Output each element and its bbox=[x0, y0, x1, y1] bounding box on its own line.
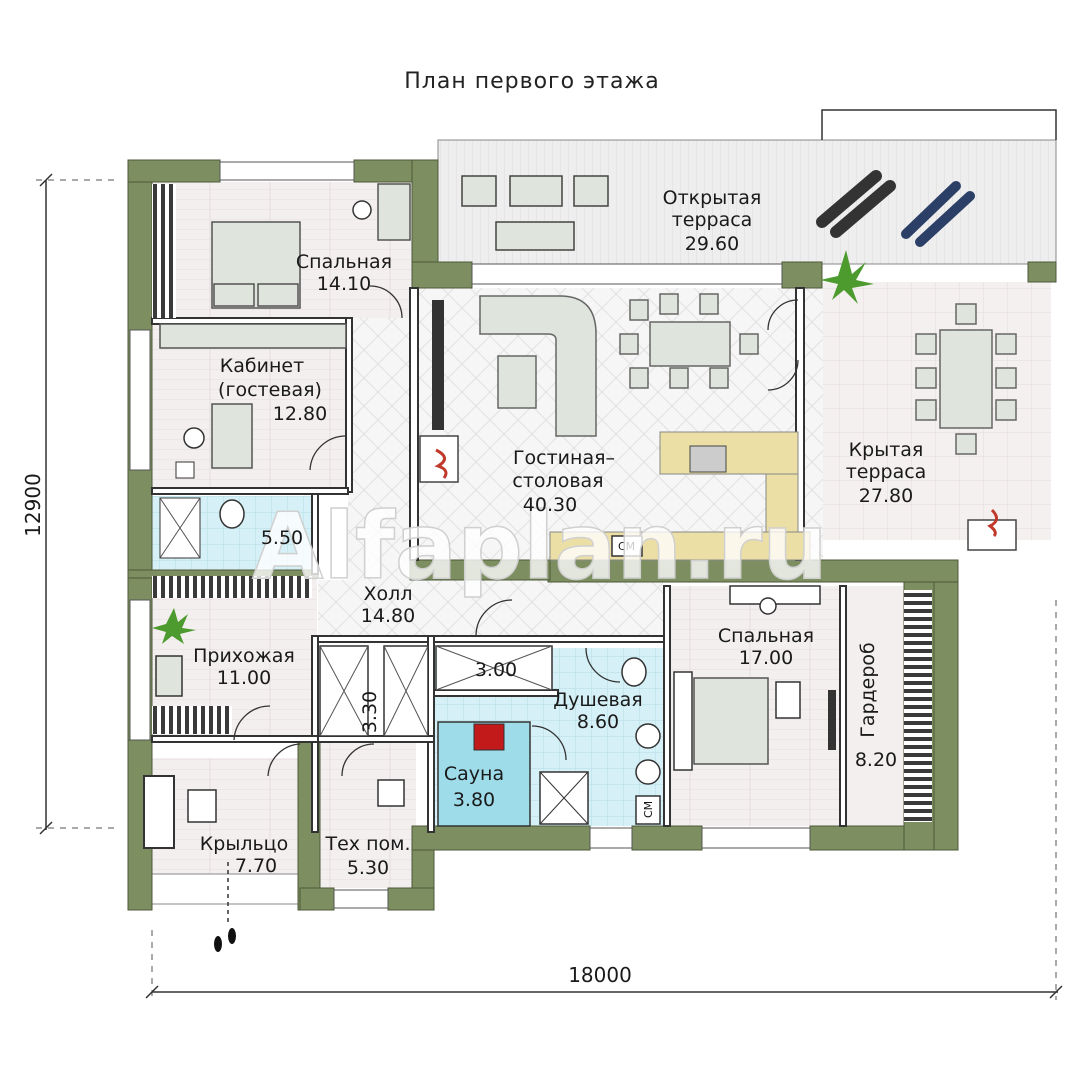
kitchen-island-return bbox=[765, 473, 799, 535]
covered-terrace-floor bbox=[823, 282, 1051, 540]
chair-icon bbox=[759, 597, 777, 615]
nightstand-icon bbox=[775, 681, 801, 719]
tv-panel bbox=[828, 690, 836, 750]
living-furniture bbox=[479, 293, 759, 437]
hall-area: 14.80 bbox=[361, 605, 415, 627]
outdoor-flame-icon bbox=[987, 508, 998, 538]
wardrobe-name: Гардероб bbox=[857, 642, 879, 738]
porch-area: 7.70 bbox=[235, 855, 277, 877]
hall-floor bbox=[318, 580, 663, 640]
porch-bench bbox=[143, 775, 175, 849]
sauna-stove-icon bbox=[473, 723, 505, 751]
bedroom1-area: 14.10 bbox=[317, 273, 371, 295]
stove-icon bbox=[155, 655, 183, 697]
sun-lounger-icon bbox=[901, 181, 975, 247]
porch-step bbox=[151, 873, 301, 905]
corridor-floor bbox=[348, 318, 418, 580]
footprints-icon bbox=[214, 928, 236, 952]
shower-area: 8.60 bbox=[577, 711, 619, 733]
plant-icon bbox=[820, 250, 874, 304]
shower-tray-cross bbox=[539, 771, 589, 825]
washer-box bbox=[611, 535, 643, 557]
shower-name: Душевая bbox=[553, 689, 642, 711]
open-terrace-furniture bbox=[461, 175, 609, 251]
washer-label: СМ bbox=[642, 801, 655, 818]
closet-rack-wardrobe bbox=[904, 590, 932, 822]
covered-terrace-name-1: Крытая bbox=[849, 439, 924, 461]
open-terrace-name-2: терраса bbox=[672, 209, 753, 231]
toilet-icon bbox=[219, 499, 245, 529]
office-chair-icon bbox=[183, 427, 205, 449]
covered-terrace-area: 27.80 bbox=[859, 485, 913, 507]
width-dimension-label: 18000 bbox=[568, 963, 632, 987]
closet-rack-entry-bottom bbox=[152, 706, 232, 734]
office-area: 12.80 bbox=[273, 403, 327, 425]
hall-name: Холл bbox=[364, 583, 413, 605]
sink-icon bbox=[635, 723, 661, 749]
tech-name: Тех пом. bbox=[325, 833, 411, 855]
entry-name: Прихожая bbox=[193, 645, 295, 667]
shower-cabin-cross bbox=[159, 497, 201, 559]
open-terrace-name-1: Открытая bbox=[663, 187, 762, 209]
sink-icon bbox=[635, 759, 661, 785]
wardrobe-floor bbox=[846, 586, 904, 826]
bedroom2-area: 17.00 bbox=[739, 647, 793, 669]
washer-box bbox=[635, 795, 661, 825]
terrace-rail bbox=[821, 109, 1057, 140]
living-name-1: Гостиная– bbox=[513, 447, 615, 469]
sauna-name: Сауна bbox=[444, 763, 504, 785]
bedroom1-name: Спальная bbox=[296, 251, 392, 273]
door-swings bbox=[233, 285, 799, 777]
fireplace-flame-icon bbox=[434, 448, 448, 479]
chair-icon bbox=[352, 200, 372, 220]
height-dimension-label: 12900 bbox=[21, 473, 45, 537]
fireplace-icon bbox=[419, 435, 459, 483]
living-name-2: столовая bbox=[512, 470, 603, 492]
bed-icon bbox=[693, 677, 769, 765]
closet-rack-bedroom1 bbox=[152, 184, 176, 318]
sun-lounger-icon bbox=[816, 170, 896, 238]
printer-icon bbox=[175, 461, 195, 479]
dimension-width: 18000 bbox=[145, 600, 1063, 1000]
tech-floor bbox=[318, 740, 416, 888]
porch-table bbox=[187, 789, 217, 823]
kitchen-counter bbox=[549, 531, 811, 561]
entry-area: 11.00 bbox=[217, 667, 271, 689]
bedroom1-furniture bbox=[159, 183, 411, 349]
bedside-unit bbox=[673, 671, 693, 771]
porch-name: Крыльцо bbox=[200, 833, 288, 855]
cooktop-icon bbox=[689, 445, 727, 473]
watermark: Alfaplan.ru bbox=[252, 493, 828, 600]
toilet-icon bbox=[621, 657, 647, 687]
cabinet-crosses bbox=[319, 645, 553, 737]
sauna-area: 3.80 bbox=[453, 789, 495, 811]
plan-title: План первого этажа bbox=[404, 69, 659, 94]
windows bbox=[129, 161, 811, 909]
boiler-icon bbox=[377, 779, 405, 807]
office-name-1: Кабинет bbox=[220, 355, 304, 377]
closet-rack-entry-top bbox=[152, 576, 312, 598]
washer-label: СМ bbox=[618, 540, 635, 553]
terrace-dining-set bbox=[915, 303, 1017, 455]
bedroom2-name: Спальная bbox=[718, 625, 814, 647]
wardrobe-area: 8.20 bbox=[855, 749, 897, 771]
tv-panel bbox=[432, 300, 444, 430]
room-labels: Спальная 14.10 Открытая терраса 29.60 Ка… bbox=[193, 187, 926, 879]
tech-area: 5.30 bbox=[347, 857, 389, 879]
office-desk bbox=[211, 403, 253, 469]
dimension-height: 12900 bbox=[21, 173, 120, 835]
office-name-2: (гостевая) bbox=[218, 379, 322, 401]
open-terrace-area: 29.60 bbox=[685, 233, 739, 255]
plant-icon bbox=[152, 608, 196, 644]
covered-terrace-name-2: терраса bbox=[846, 461, 927, 483]
closet1-area: 3.30 bbox=[359, 691, 381, 733]
kitchen-island bbox=[659, 431, 799, 475]
living-area: 40.30 bbox=[523, 494, 577, 516]
closet2-area: 3.00 bbox=[475, 659, 517, 681]
bath1-area: 5.50 bbox=[261, 527, 303, 549]
